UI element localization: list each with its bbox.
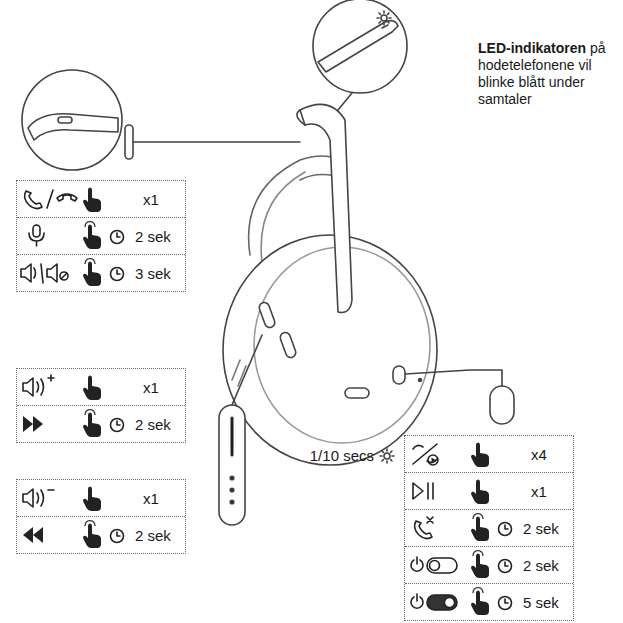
- leader-line: [405, 370, 502, 386]
- button: [345, 388, 369, 398]
- led-icon: [380, 449, 394, 463]
- boom-tip: [318, 21, 398, 72]
- led: [419, 379, 422, 382]
- gesture-icons: [17, 370, 135, 404]
- table-row: 2 sek: [17, 218, 185, 255]
- inset-circle: [22, 70, 122, 170]
- action-text: 2 sek: [135, 228, 171, 245]
- action-text: x4: [531, 446, 547, 463]
- gesture-icons: [405, 511, 523, 545]
- table-row: x1: [17, 369, 185, 406]
- led-note: LED-indikatoren på hodetelefonene vil bl…: [478, 40, 618, 108]
- table-row: 2 sek: [405, 510, 573, 547]
- multifunction-button: [490, 386, 514, 424]
- action-text: x1: [143, 490, 159, 507]
- button: [279, 331, 297, 359]
- button-function-table: x1 2 sek 3 sek: [16, 180, 186, 292]
- led-icon: [377, 11, 391, 25]
- inset-circle: [313, 0, 407, 93]
- action-text: x1: [143, 379, 159, 396]
- table-row: x1: [17, 480, 185, 517]
- action-text: 5 sek: [523, 594, 559, 611]
- leader-line: [338, 93, 352, 110]
- gesture-icons: [17, 407, 135, 441]
- gesture-icons: [17, 219, 135, 253]
- table-row: 2 sek: [405, 547, 573, 584]
- table-row: x1: [405, 473, 573, 510]
- button-function-table: x4 x1 2 sek 2 sek 5 sek: [404, 435, 574, 621]
- action-text: 2 sek: [523, 520, 559, 537]
- gesture-icons: [405, 474, 523, 508]
- table-row: 2 sek: [17, 517, 185, 553]
- gesture-icons: [405, 437, 523, 471]
- button: [393, 366, 405, 384]
- gesture-icons: [17, 481, 135, 515]
- action-text: 2 sek: [523, 557, 559, 574]
- table-row: 3 sek: [17, 255, 185, 291]
- table-row: 5 sek: [405, 584, 573, 620]
- volume-button: [219, 405, 245, 525]
- button-function-table: x1 2 sek: [16, 368, 186, 443]
- button-function-table: x1 2 sek: [16, 479, 186, 554]
- ear-cup: [223, 235, 437, 465]
- action-text: x1: [143, 191, 159, 208]
- table-row: x4: [405, 436, 573, 473]
- gesture-icons: [405, 548, 523, 582]
- gesture-icons: [17, 518, 135, 552]
- boom-end: [28, 114, 118, 140]
- gesture-icons: [17, 256, 135, 290]
- mic-button: [125, 125, 133, 159]
- action-text: 2 sek: [135, 416, 171, 433]
- action-text: 2 sek: [135, 527, 171, 544]
- table-row: 2 sek: [17, 406, 185, 442]
- gesture-icons: [17, 182, 135, 216]
- button: [258, 301, 276, 329]
- leader-line: [133, 141, 300, 143]
- gesture-icons: [405, 585, 523, 619]
- mic-boom: [300, 104, 352, 312]
- led-note-heading: LED-indikatoren: [478, 40, 586, 56]
- action-text: x1: [531, 483, 547, 500]
- leader-line: [232, 335, 262, 405]
- table-row: x1: [17, 181, 185, 218]
- blink-rate: 1/10 secs: [310, 447, 374, 464]
- action-text: 3 sek: [135, 265, 171, 282]
